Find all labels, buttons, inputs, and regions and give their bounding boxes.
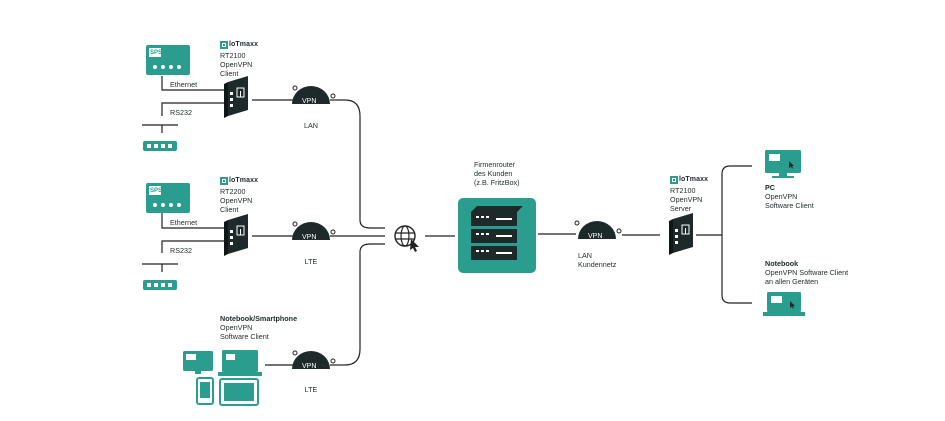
server-branch-lines: [696, 165, 752, 304]
tablet-icon: [219, 378, 259, 406]
internet-bus: [344, 99, 385, 366]
serial-device-icon: [143, 141, 177, 151]
customer-vpn-graphics: [574, 220, 660, 239]
monitor-icon: [183, 351, 213, 374]
brand-icon: [220, 176, 228, 185]
site3-title: Notebook/Smartphone: [220, 314, 298, 323]
server-sub: Server: [670, 204, 692, 213]
link-label: LTE: [304, 385, 318, 394]
vpn-label: VPN: [302, 234, 317, 241]
laptop-icon: [218, 350, 262, 376]
device-title: RT2100: [220, 51, 246, 60]
site3-sub: Software Client: [220, 332, 269, 341]
pc-sub: OpenVPN: [765, 192, 798, 201]
rs232-label: RS232: [170, 108, 192, 117]
pc-sub: Software Client: [765, 201, 814, 210]
site2-graphics: [142, 183, 385, 290]
router-icon: [223, 75, 249, 119]
brand-logo: loTmaxx: [220, 40, 258, 49]
device-sub: OpenVPN: [220, 60, 253, 69]
notebook-laptop-icon: [763, 292, 805, 316]
notebook-title: Notebook: [765, 259, 799, 268]
site1-graphics: [142, 45, 345, 151]
site3-graphics: [183, 350, 345, 406]
device-sub: Client: [220, 69, 239, 78]
device-sub: OpenVPN: [220, 196, 253, 205]
vpn-label: VPN: [302, 98, 317, 105]
smartphone-icon: [196, 377, 214, 405]
notebook-sub: an allen Geräten: [765, 277, 819, 286]
ethernet-label: Ethernet: [170, 80, 198, 89]
device-title: RT2200: [220, 187, 246, 196]
sps-label: SPS: [150, 188, 163, 194]
router-label: Firmenrouter: [474, 160, 516, 169]
brand-icon: [220, 40, 228, 49]
brand-logo: loTmaxx: [670, 175, 708, 184]
router-label: (z.B. FritzBox): [474, 178, 520, 187]
link-label: LTE: [304, 257, 318, 266]
router-label: des Kunden: [474, 169, 513, 178]
site3-sub: OpenVPN: [220, 323, 253, 332]
pc-monitor-icon: [765, 150, 801, 178]
brand-logo: loTmaxx: [220, 176, 258, 185]
link-label: LAN: [304, 121, 318, 130]
rs232-connector-icon: [142, 124, 178, 133]
company-router-icon: [458, 198, 536, 273]
server-router-icon: [668, 212, 694, 256]
server-sub: OpenVPN: [670, 195, 703, 204]
vpn-label: VPN: [302, 363, 317, 370]
customer-net-label: LAN: [578, 251, 592, 260]
sps-label: SPS: [150, 50, 163, 56]
vpn-label: VPN: [588, 233, 603, 240]
globe-icon: [394, 225, 419, 252]
brand-icon: [670, 175, 678, 184]
rs232-line-1: [161, 102, 245, 116]
rs232-connector-icon: [142, 263, 178, 272]
notebook-sub: OpenVPN Software Client: [765, 268, 849, 277]
rs232-label: RS232: [170, 246, 192, 255]
ethernet-line-1: [161, 76, 245, 91]
server-title: RT2100: [670, 186, 696, 195]
pc-title: PC: [765, 183, 775, 192]
serial-device-icon: [143, 280, 177, 290]
ethernet-label: Ethernet: [170, 218, 198, 227]
router-icon: [223, 213, 249, 257]
device-sub: Client: [220, 205, 239, 214]
customer-net-label: Kundennetz: [578, 260, 617, 269]
